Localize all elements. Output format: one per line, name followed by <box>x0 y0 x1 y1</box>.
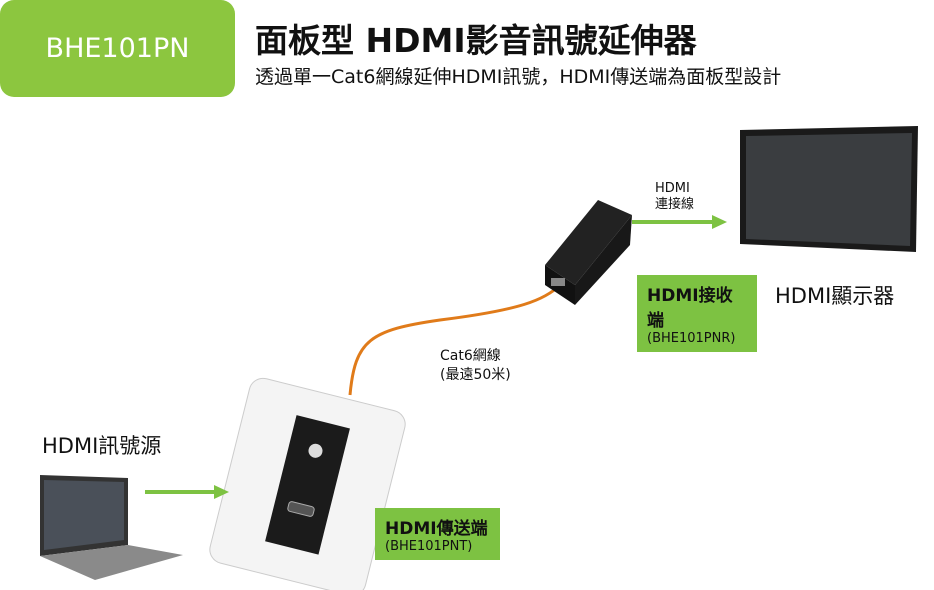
receiver-model: (BHE101PNR) <box>647 331 736 346</box>
cable-label-line1: Cat6網線 <box>440 348 501 364</box>
arrow-source-to-transmitter <box>145 485 229 499</box>
receiver-title: HDMI接收端 <box>647 286 733 331</box>
hdmi-cable-line2: 連接線 <box>655 197 695 212</box>
display-label: HDMI顯示器 <box>775 284 895 308</box>
cat6-cable <box>348 283 562 396</box>
transmitter-title: HDMI傳送端 <box>385 519 488 539</box>
receiver-label-box: HDMI接收端 (BHE101PNR) <box>637 275 757 352</box>
hdmi-cable-label: HDMI 連接線 <box>655 181 694 213</box>
cable-label: Cat6網線 (最遠50米) <box>440 347 511 385</box>
hdmi-cable-line1: HDMI <box>655 181 690 196</box>
source-label: HDMI訊號源 <box>42 434 162 458</box>
laptop-icon <box>40 475 183 580</box>
cable-label-line2: (最遠50米) <box>440 367 511 383</box>
model-badge: BHE101PN <box>0 0 235 97</box>
wall-plate-transmitter-icon <box>209 377 406 590</box>
page-title: 面板型 HDMI影音訊號延伸器 <box>255 21 697 60</box>
arrow-receiver-to-display <box>632 215 727 229</box>
transmitter-model: (BHE101PNT) <box>385 539 473 554</box>
receiver-device-icon <box>545 200 632 305</box>
page-subtitle: 透過單一Cat6網線延伸HDMI訊號，HDMI傳送端為面板型設計 <box>255 66 782 88</box>
monitor-icon <box>740 126 918 252</box>
transmitter-label-box: HDMI傳送端 (BHE101PNT) <box>375 508 500 560</box>
